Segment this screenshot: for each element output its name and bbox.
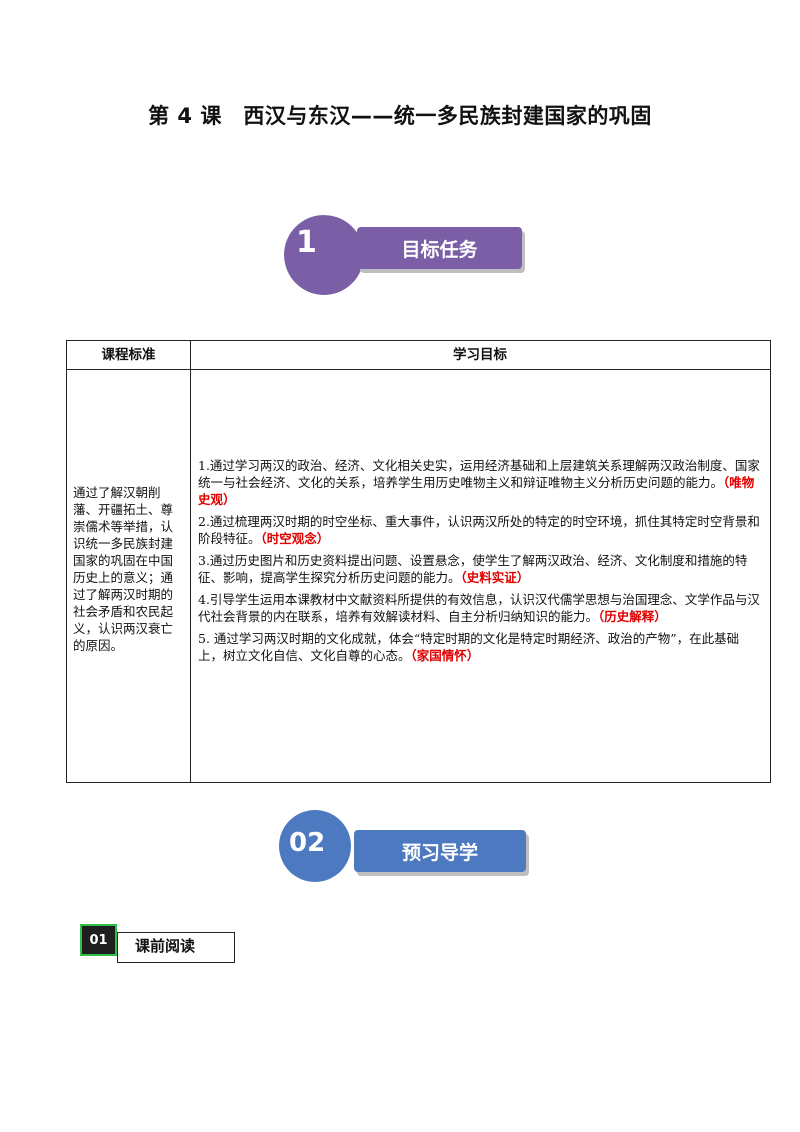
subsection-number: 01 <box>80 924 117 956</box>
goal-item: 2.通过梳理两汉时期的时空坐标、重大事件，认识两汉所处的特定的时空环境，抓住其特… <box>198 514 760 546</box>
page-title: 第 4 课 西汉与东汉——统一多民族封建国家的巩固 <box>148 104 652 128</box>
section-banner-preview: 02 预习导学 <box>279 810 534 890</box>
goal-list: 1.通过学习两汉的政治、经济、文化相关史实，运用经济基础和上层建筑关系理解两汉政… <box>198 457 763 669</box>
goal-item: 3.通过历史图片和历史资料提出问题、设置悬念，使学生了解两汉政治、经济、文化制度… <box>198 553 748 585</box>
subsection-divider <box>117 932 235 933</box>
section-label: 目标任务 <box>357 227 522 269</box>
standard-text: 通过了解汉朝削藩、开疆拓土、尊崇儒术等举措，认识统一多民族封建国家的巩固在中国历… <box>73 485 174 653</box>
section-banner-goals: 1 目标任务 <box>284 215 529 300</box>
header-goals: 学习目标 <box>453 347 507 363</box>
subsection-label-box <box>117 932 235 963</box>
goal-item: 4.引导学生运用本课教材中文献资料所提供的有效信息，认识汉代儒学思想与治国理念、… <box>198 592 760 624</box>
goal-item: 1.通过学习两汉的政治、经济、文化相关史实，运用经济基础和上层建筑关系理解两汉政… <box>198 458 760 507</box>
section-label: 预习导学 <box>354 830 526 872</box>
section-number-circle <box>279 810 351 882</box>
header-standard: 课程标准 <box>101 347 156 363</box>
table-divider <box>190 341 191 782</box>
table-divider <box>67 369 770 370</box>
goal-table: 课程标准 学习目标 通过了解汉朝削藩、开疆拓土、尊崇儒术等举措，认识统一多民族封… <box>66 340 771 783</box>
subsection-header: 01 课前阅读 <box>80 924 235 964</box>
section-number-circle <box>284 215 364 295</box>
section-number: 02 <box>289 828 326 858</box>
subsection-label: 课前阅读 <box>135 937 196 955</box>
section-number: 1 <box>296 225 317 260</box>
goal-item: 5. 通过学习两汉时期的文化成就，体会“特定时期的文化是特定时期经济、政治的产物… <box>198 631 740 663</box>
